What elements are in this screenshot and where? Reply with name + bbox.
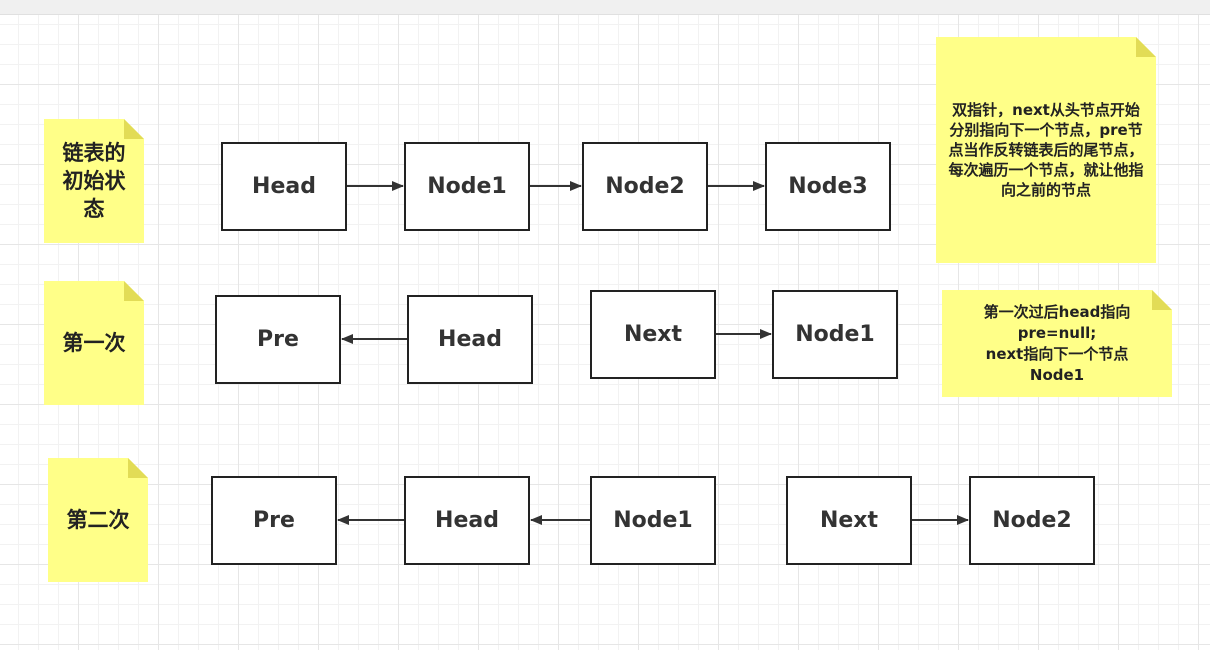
row-label-second-text: 第二次 [66, 508, 130, 532]
explanation-note[interactable]: 双指针，next从头节点开始分别指向下一个节点，pre节点当作反转链表后的尾节点… [936, 37, 1156, 263]
row-label-initial-text: 链表的初始状态 [62, 141, 126, 221]
explanation-note-text: 双指针，next从头节点开始分别指向下一个节点，pre节点当作反转链表后的尾节点… [948, 101, 1144, 199]
node-box[interactable]: Next [590, 290, 716, 379]
row-label-first[interactable]: 第一次 [44, 281, 144, 405]
sticky-fold [124, 281, 144, 301]
node-box[interactable]: Pre [211, 476, 337, 565]
first-step-note-text: 第一次过后head指向 pre=null; next指向下一个节点 Node1 [984, 302, 1131, 386]
node-box[interactable]: Node2 [969, 476, 1095, 565]
toolbar-strip [0, 0, 1210, 15]
node-box[interactable]: Pre [215, 295, 341, 384]
row-label-first-text: 第一次 [62, 331, 126, 355]
node-box[interactable]: Head [404, 476, 530, 565]
node-box[interactable]: Node1 [772, 290, 898, 379]
node-box[interactable]: Node3 [765, 142, 891, 231]
row-label-initial[interactable]: 链表的初始状态 [44, 119, 144, 243]
node-box[interactable]: Head [221, 142, 347, 231]
note-line: pre=null; [1017, 323, 1097, 342]
node-box[interactable]: Head [407, 295, 533, 384]
node-box[interactable]: Node1 [404, 142, 530, 231]
note-line: next指向下一个节点 [985, 344, 1129, 363]
sticky-fold [128, 458, 148, 478]
node-box[interactable]: Node2 [582, 142, 708, 231]
sticky-fold [1136, 37, 1156, 57]
note-line: Node1 [1029, 365, 1085, 384]
note-line: 第一次过后head指向 [983, 302, 1131, 321]
row-label-second[interactable]: 第二次 [48, 458, 148, 582]
sticky-fold [1152, 290, 1172, 310]
first-step-note[interactable]: 第一次过后head指向 pre=null; next指向下一个节点 Node1 [942, 290, 1172, 397]
node-box[interactable]: Next [786, 476, 912, 565]
node-box[interactable]: Node1 [590, 476, 716, 565]
sticky-fold [124, 119, 144, 139]
